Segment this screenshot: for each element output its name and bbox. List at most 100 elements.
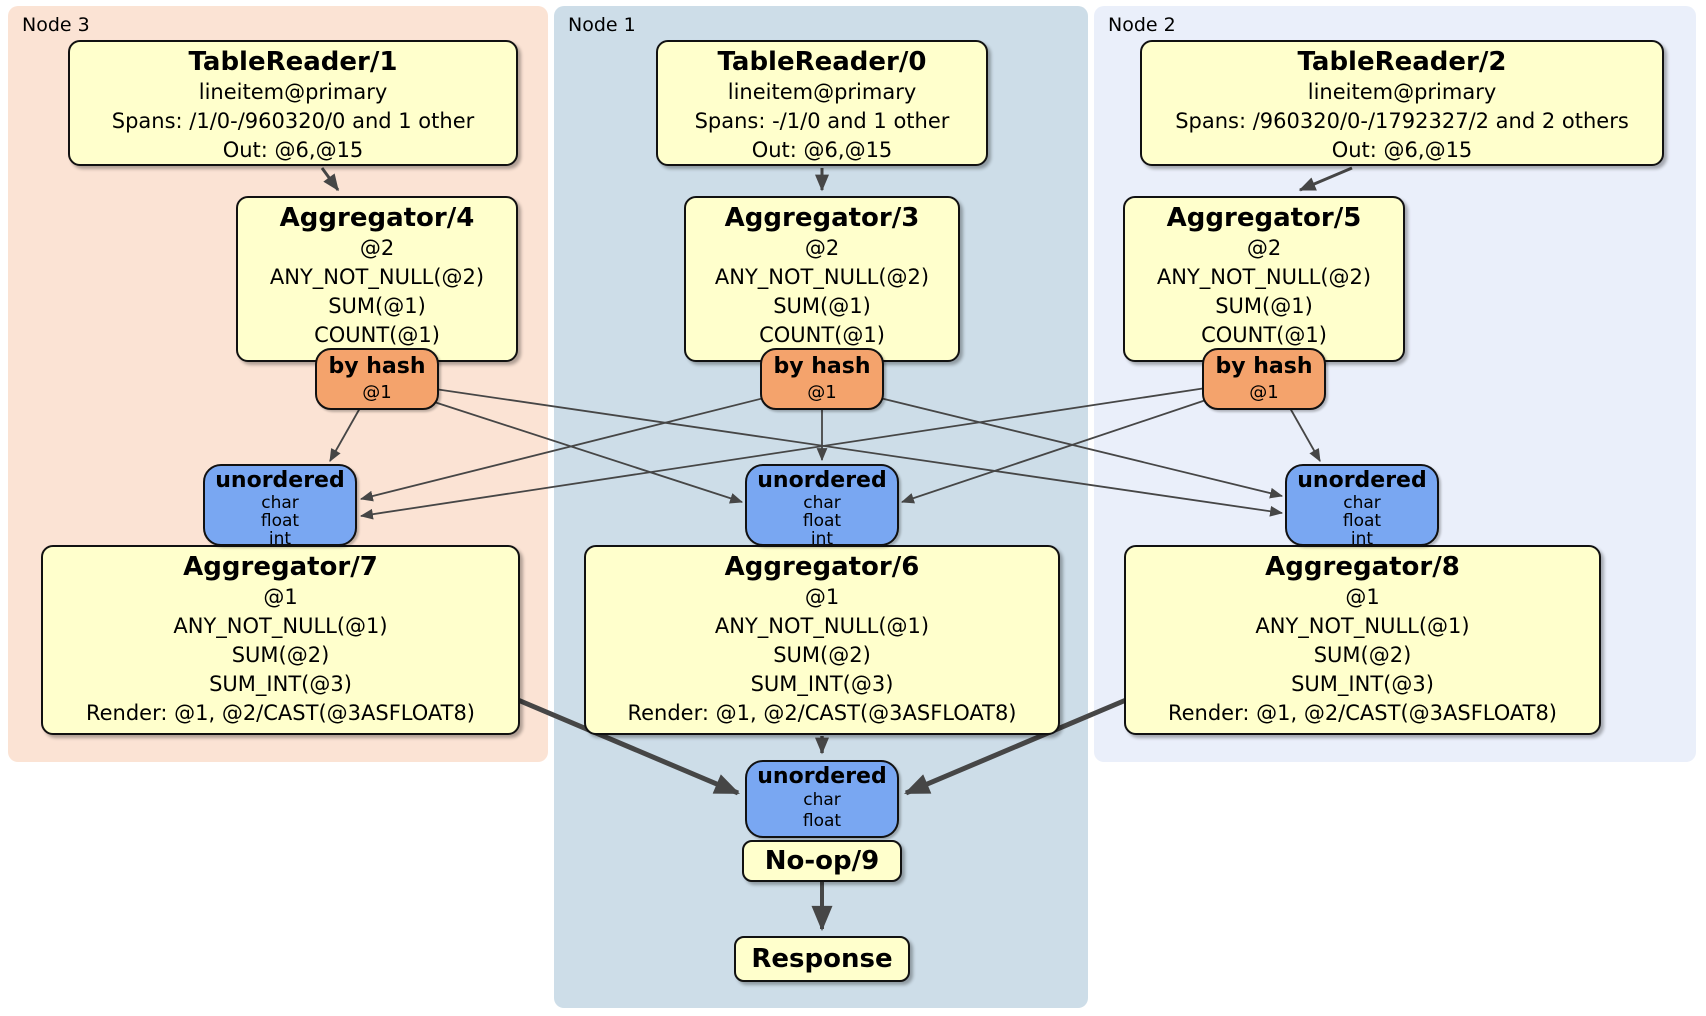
- unordered-sync-left-type3: int: [268, 529, 292, 549]
- aggregator-3-fn1: ANY_NOT_NULL(@2): [714, 265, 930, 289]
- aggregator-7-fn3: SUM_INT(@3): [209, 672, 352, 696]
- aggregator-3-fn3: COUNT(@1): [759, 323, 885, 347]
- aggregator-6-fn3: SUM_INT(@3): [750, 672, 894, 696]
- aggregator-8-fn2: SUM(@2): [1313, 643, 1412, 667]
- unordered-sync-left-type2: float: [260, 511, 300, 531]
- edge-r4-sleft: [329, 407, 361, 462]
- node3-region-label: Node 3: [22, 14, 90, 36]
- aggregator-7-group: @1: [263, 585, 298, 609]
- aggregator-6-group: @1: [804, 585, 840, 609]
- tablereader-0-spans: Spans: -/1/0 and 1 other: [694, 109, 950, 133]
- aggregator-8-fn1: ANY_NOT_NULL(@1): [1255, 614, 1470, 638]
- edge-r3-sright: [879, 397, 1284, 499]
- aggregator-3-title: Aggregator/3: [724, 203, 920, 233]
- tablereader-0-title: TableReader/0: [717, 47, 927, 77]
- tablereader-2-index: lineitem@primary: [1307, 80, 1497, 104]
- aggregator-7-box: Aggregator/7 @1 ANY_NOT_NULL(@1) SUM(@2)…: [41, 545, 520, 735]
- unordered-sync-right-type3: int: [1350, 529, 1374, 549]
- aggregator-3-group: @2: [804, 236, 840, 260]
- aggregator-7-render: Render: @1, @2/CAST(@3ASFLOAT8): [85, 701, 476, 725]
- aggregator-4-box: Aggregator/4 @2 ANY_NOT_NULL(@2) SUM(@1)…: [236, 196, 518, 362]
- tablereader-1-box: TableReader/1 lineitem@primary Spans: /1…: [68, 40, 518, 166]
- aggregator-7-fn1: ANY_NOT_NULL(@1): [173, 614, 388, 638]
- unordered-sync-mid-type3: int: [810, 529, 834, 549]
- noop-9-title: No-op/9: [764, 846, 880, 876]
- aggregator-5-group: @2: [1246, 236, 1282, 260]
- tablereader-1-spans: Spans: /1/0-/960320/0 and 1 other: [111, 109, 475, 133]
- edge-tr1-agg4: [320, 167, 340, 192]
- aggregator-5-box: Aggregator/5 @2 ANY_NOT_NULL(@2) SUM(@1)…: [1123, 196, 1405, 362]
- tablereader-0-index: lineitem@primary: [727, 80, 917, 104]
- aggregator-8-title: Aggregator/8: [1265, 552, 1460, 582]
- aggregator-5-fn3: COUNT(@1): [1201, 323, 1327, 347]
- unordered-sync-right: unordered char float int: [1285, 464, 1439, 549]
- aggregator-5-fn2: SUM(@1): [1215, 294, 1313, 318]
- by-hash-router-5-key: @1: [1249, 382, 1279, 403]
- tablereader-0-box: TableReader/0 lineitem@primary Spans: -/…: [656, 40, 988, 166]
- aggregator-6-fn2: SUM(@2): [773, 643, 871, 667]
- by-hash-router-5: by hash @1: [1202, 348, 1326, 410]
- aggregator-4-fn1: ANY_NOT_NULL(@2): [269, 265, 485, 289]
- edge-r5-smid: [900, 399, 1207, 504]
- by-hash-router-3-key: @1: [807, 382, 837, 403]
- unordered-sync-final-type1: char: [803, 790, 841, 810]
- tablereader-1-out: Out: @6,@15: [222, 138, 364, 162]
- aggregator-7-title: Aggregator/7: [183, 552, 378, 582]
- edge-r5-sleft: [359, 387, 1207, 520]
- edge-agg7-final: [517, 697, 740, 796]
- tablereader-0-out: Out: @6,@15: [751, 138, 893, 162]
- unordered-sync-mid-label: unordered: [757, 468, 887, 493]
- by-hash-router-3-label: by hash: [773, 354, 871, 379]
- response-title: Response: [751, 944, 893, 974]
- unordered-sync-right-type2: float: [1342, 511, 1382, 531]
- edge-tr2-agg5: [1298, 166, 1353, 192]
- node1-region-label: Node 1: [568, 14, 636, 36]
- tablereader-2-out: Out: @6,@15: [1331, 138, 1473, 162]
- edge-r4-smid: [427, 399, 744, 504]
- by-hash-router-4: by hash @1: [315, 348, 439, 410]
- by-hash-router-5-label: by hash: [1215, 354, 1313, 379]
- aggregator-5-fn1: ANY_NOT_NULL(@2): [1156, 265, 1372, 289]
- unordered-sync-mid: unordered char float int: [745, 464, 899, 549]
- unordered-sync-final-label: unordered: [757, 764, 887, 789]
- aggregator-8-fn3: SUM_INT(@3): [1291, 672, 1434, 696]
- aggregator-4-title: Aggregator/4: [279, 203, 475, 233]
- aggregator-3-fn2: SUM(@1): [773, 294, 871, 318]
- by-hash-router-3: by hash @1: [760, 348, 884, 410]
- aggregator-6-title: Aggregator/6: [724, 552, 920, 582]
- unordered-sync-right-label: unordered: [1297, 468, 1427, 493]
- by-hash-router-4-label: by hash: [328, 354, 426, 379]
- aggregator-4-fn2: SUM(@1): [328, 294, 426, 318]
- aggregator-8-render: Render: @1, @2/CAST(@3ASFLOAT8): [1167, 701, 1558, 725]
- edge-r4-sright: [427, 387, 1284, 517]
- edge-agg8-final: [904, 697, 1127, 796]
- aggregator-8-box: Aggregator/8 @1 ANY_NOT_NULL(@1) SUM(@2)…: [1124, 545, 1601, 735]
- aggregator-3-box: Aggregator/3 @2 ANY_NOT_NULL(@2) SUM(@1)…: [684, 196, 960, 362]
- tablereader-2-spans: Spans: /960320/0-/1792327/2 and 2 others: [1175, 109, 1629, 133]
- unordered-sync-final: unordered char float: [745, 760, 899, 838]
- unordered-sync-right-type1: char: [1343, 493, 1381, 513]
- aggregator-4-group: @2: [359, 236, 395, 260]
- unordered-sync-left-label: unordered: [215, 468, 345, 493]
- response-box: Response: [734, 936, 910, 982]
- unordered-sync-mid-type2: float: [802, 511, 842, 531]
- aggregator-7-fn2: SUM(@2): [231, 643, 330, 667]
- tablereader-1-title: TableReader/1: [188, 47, 398, 77]
- aggregator-4-fn3: COUNT(@1): [314, 323, 440, 347]
- aggregator-5-title: Aggregator/5: [1166, 203, 1362, 233]
- aggregator-8-group: @1: [1345, 585, 1380, 609]
- aggregator-6-fn1: ANY_NOT_NULL(@1): [714, 614, 930, 638]
- tablereader-1-index: lineitem@primary: [198, 80, 388, 104]
- tablereader-2-box: TableReader/2 lineitem@primary Spans: /9…: [1140, 40, 1664, 166]
- edge-r5-sright: [1289, 407, 1321, 462]
- aggregator-6-render: Render: @1, @2/CAST(@3ASFLOAT8): [627, 701, 1017, 725]
- unordered-sync-left: unordered char float int: [203, 464, 357, 549]
- node2-region-label: Node 2: [1108, 14, 1176, 36]
- unordered-sync-mid-type1: char: [803, 493, 841, 513]
- tablereader-2-title: TableReader/2: [1297, 47, 1507, 77]
- aggregator-6-box: Aggregator/6 @1 ANY_NOT_NULL(@1) SUM(@2)…: [584, 545, 1060, 735]
- unordered-sync-final-type2: float: [802, 811, 842, 831]
- by-hash-router-4-key: @1: [362, 382, 392, 403]
